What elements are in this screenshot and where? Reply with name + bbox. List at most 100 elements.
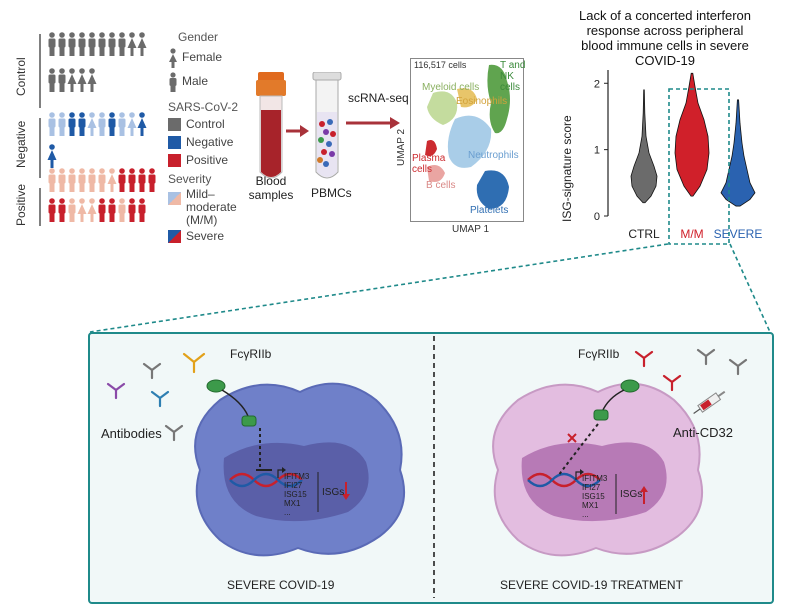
participant-icon bbox=[77, 68, 87, 92]
umap-ylabel: UMAP 2 bbox=[396, 128, 407, 166]
receptor-label-left: FcγRIIb bbox=[230, 347, 272, 361]
swatch-positive bbox=[168, 154, 181, 167]
panel-divider bbox=[433, 336, 435, 598]
cluster-label-platelets: Platelets bbox=[470, 205, 509, 216]
legend-mild: Mild– moderate (M/M) bbox=[186, 187, 237, 227]
swatch-control bbox=[168, 118, 181, 131]
participant-icon bbox=[87, 198, 97, 222]
male-icon bbox=[169, 72, 177, 92]
legend-sars-head: SARS-CoV-2 bbox=[168, 100, 239, 114]
participant-icon bbox=[48, 198, 56, 222]
legend-female: Female bbox=[182, 50, 223, 64]
participant-icon bbox=[87, 68, 97, 92]
participant-icon bbox=[118, 112, 126, 136]
participant-icon bbox=[128, 198, 136, 222]
inhibition-mark-left bbox=[256, 469, 272, 471]
participant-icon bbox=[98, 168, 106, 192]
female-icon bbox=[169, 48, 177, 68]
participant-icon bbox=[137, 32, 147, 56]
participant-icon bbox=[107, 168, 117, 192]
scrna-seq-label: scRNA-seq bbox=[348, 91, 409, 105]
fcgriib-receptor-right bbox=[557, 379, 640, 477]
participant-icon bbox=[58, 68, 66, 92]
y-tick-label: 1 bbox=[594, 145, 600, 157]
umap-cell-count: 116,517 cells bbox=[414, 60, 467, 70]
group-brackets bbox=[39, 34, 41, 226]
participant-icon bbox=[108, 198, 116, 222]
participant-icon bbox=[98, 112, 106, 136]
immune-cell-right bbox=[492, 382, 703, 557]
x-tick-label: CTRL bbox=[628, 227, 660, 241]
legend-male: Male bbox=[182, 74, 209, 88]
participant-icon bbox=[68, 168, 76, 192]
participant-icon bbox=[88, 168, 96, 192]
participant-icon bbox=[68, 198, 76, 222]
cluster-label-neutrophils: Neutrophils bbox=[468, 150, 519, 161]
isgs-label-left: ISGs bbox=[322, 487, 345, 498]
y-tick-label: 2 bbox=[594, 78, 600, 90]
cluster-label-myeloid: Myeloid cells bbox=[422, 82, 480, 93]
x-tick-label: SEVERE bbox=[714, 227, 763, 241]
participant-icon bbox=[68, 112, 76, 136]
violin-m/m bbox=[674, 72, 710, 197]
blood-tube-icon bbox=[256, 72, 286, 179]
participant-icon bbox=[118, 32, 126, 56]
arrow-icon bbox=[286, 125, 309, 137]
y-tick-label: 0 bbox=[594, 211, 600, 223]
chart-title: Lack of a concerted interferon response … bbox=[579, 8, 751, 68]
participant-icon bbox=[148, 168, 156, 192]
participant-icon bbox=[118, 168, 126, 192]
umap-clusters bbox=[425, 64, 510, 209]
row-label-negative: Negative bbox=[14, 120, 28, 168]
anti-cd32-label: Anti-CD32 bbox=[673, 425, 733, 440]
participant-pictogram bbox=[47, 32, 156, 222]
row-label-positive: Positive bbox=[14, 183, 28, 226]
participant-icon bbox=[127, 112, 137, 136]
zoom-connectors bbox=[89, 243, 771, 333]
pbmcs-label: PBMCs bbox=[311, 186, 352, 200]
participant-icon bbox=[138, 198, 146, 222]
participant-icon bbox=[88, 32, 96, 56]
legend-severity-head: Severity bbox=[168, 172, 212, 186]
x-tick-label: M/M bbox=[680, 227, 703, 241]
participant-icon bbox=[48, 68, 56, 92]
participant-icon bbox=[68, 32, 76, 56]
antibody-icons-right bbox=[634, 348, 748, 392]
participant-icon bbox=[127, 32, 137, 56]
participant-icon bbox=[108, 112, 116, 136]
participant-icon bbox=[138, 168, 146, 192]
participant-icon bbox=[118, 198, 126, 222]
umap-xlabel: UMAP 1 bbox=[452, 224, 490, 235]
participant-icon bbox=[78, 32, 86, 56]
fcgriib-receptor-left bbox=[206, 379, 261, 468]
legend-gender-head: Gender bbox=[178, 30, 219, 44]
participant-icon bbox=[58, 32, 66, 56]
legend-sars-control: Control bbox=[186, 117, 225, 131]
participant-icon bbox=[58, 168, 66, 192]
severe-highlight-box bbox=[668, 88, 730, 245]
pbmc-tube-icon bbox=[312, 72, 342, 179]
participant-icon bbox=[78, 168, 86, 192]
participant-icon bbox=[87, 112, 97, 136]
swatch-negative bbox=[168, 136, 181, 149]
caption-left: SEVERE COVID-19 bbox=[227, 578, 335, 592]
participant-icon bbox=[58, 112, 66, 136]
participant-icon bbox=[78, 112, 86, 136]
antibodies-label: Antibodies bbox=[101, 426, 162, 441]
participant-icon bbox=[48, 32, 56, 56]
participant-icon bbox=[98, 198, 106, 222]
legend-severe: Severe bbox=[186, 229, 225, 243]
row-label-control: Control bbox=[14, 57, 28, 96]
participant-icon bbox=[77, 198, 87, 222]
participant-icon bbox=[67, 68, 77, 92]
participant-icon bbox=[58, 198, 66, 222]
participant-icon bbox=[47, 144, 57, 168]
participant-icon bbox=[137, 112, 147, 136]
participant-icon bbox=[128, 168, 136, 192]
swatch-severe bbox=[168, 230, 181, 243]
syringe-icon bbox=[693, 390, 726, 414]
caption-right: SEVERE COVID-19 TREATMENT bbox=[500, 578, 683, 592]
